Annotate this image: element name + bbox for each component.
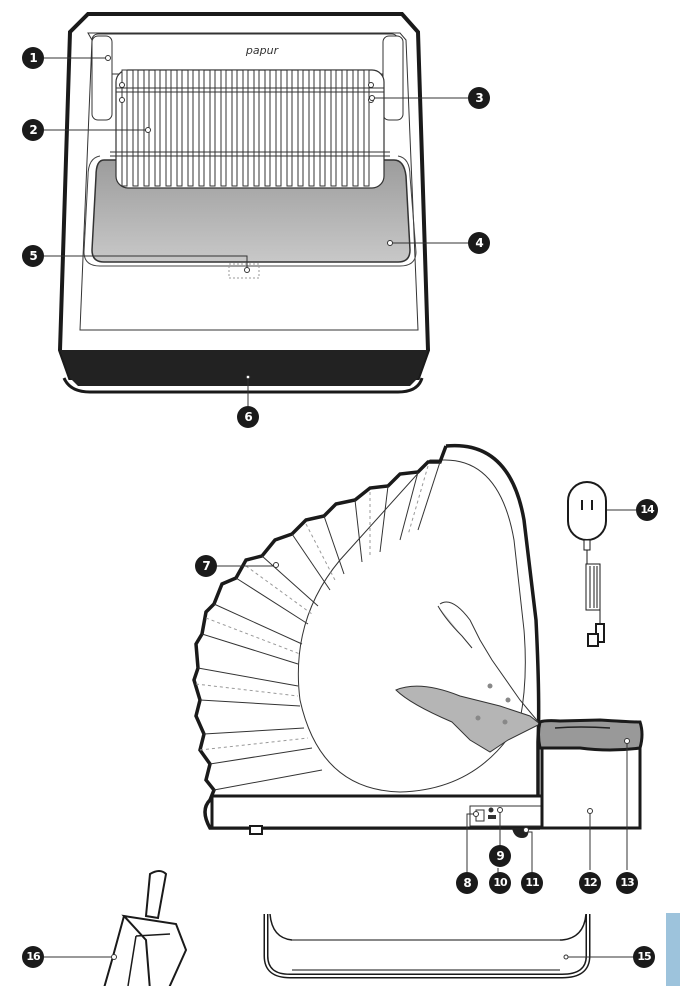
callout-9: 9: [489, 845, 511, 867]
callout-8: 8: [456, 872, 478, 894]
brand-logo: papur: [245, 44, 279, 57]
callout-6: 6: [237, 406, 259, 428]
callout-16: 16: [22, 946, 44, 968]
callout-13: 13: [616, 872, 638, 894]
callout-1: 1: [22, 47, 44, 69]
front-view: [44, 12, 470, 406]
litter-mat: [263, 913, 634, 979]
edge-bar: [666, 913, 680, 986]
callout-4: 4: [468, 232, 490, 254]
power-adapter: [567, 481, 607, 647]
callout-15: 15: [633, 946, 655, 968]
scoop: [44, 870, 188, 986]
callout-14: 14: [636, 499, 658, 521]
callout-5: 5: [22, 245, 44, 267]
callout-3: 3: [468, 87, 490, 109]
callout-7: 7: [195, 555, 217, 577]
callout-12: 12: [579, 872, 601, 894]
callout-10: 10: [489, 872, 511, 894]
callout-2: 2: [22, 119, 44, 141]
accessories: [44, 870, 634, 986]
side-view: [192, 443, 644, 874]
callout-11: 11: [521, 872, 543, 894]
